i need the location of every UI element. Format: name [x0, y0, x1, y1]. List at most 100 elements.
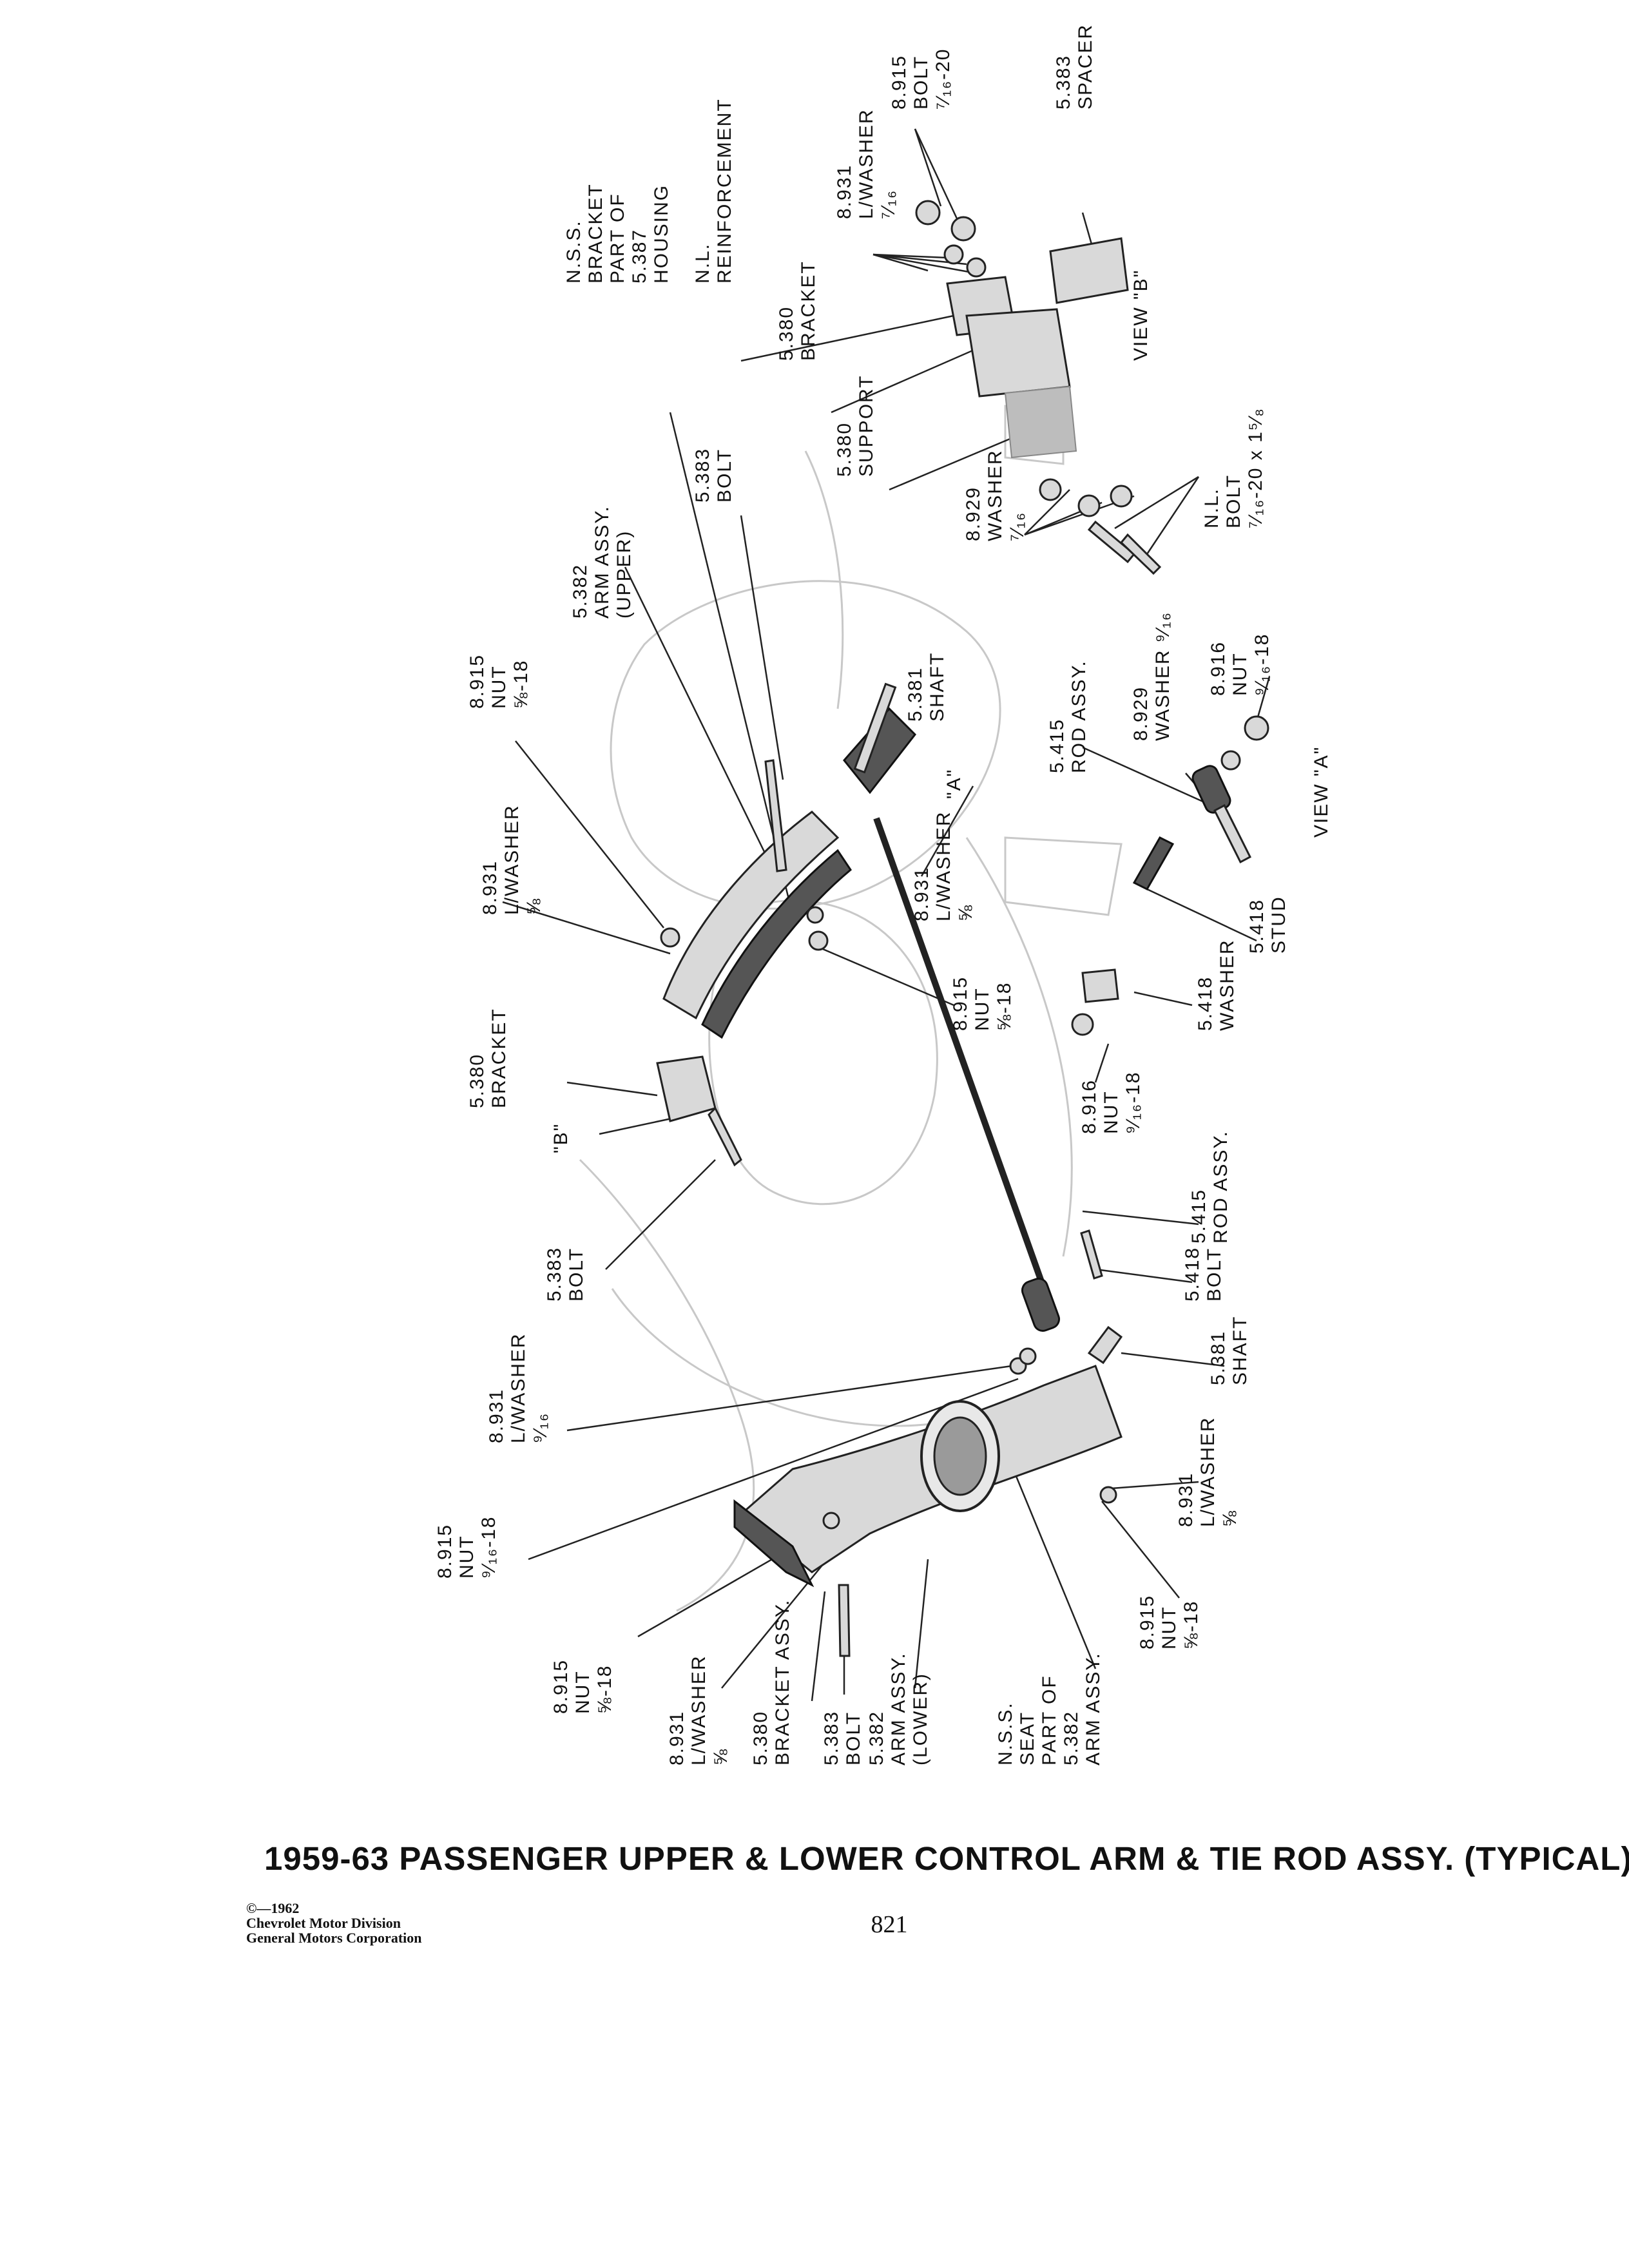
part-label-line: ⁹⁄₁₆-18: [478, 1516, 499, 1579]
part-label-line: 5.382: [866, 1711, 887, 1765]
part-label-line: N.S.S.: [995, 1702, 1016, 1765]
part-label-line: L/WASHER: [856, 108, 877, 219]
part-label-line: BOLT: [1223, 474, 1244, 528]
lower-arm-flange: [733, 1499, 815, 1588]
part-label-line: 8.931: [1175, 1472, 1197, 1527]
part-label-line: 8.916: [1208, 641, 1229, 696]
part-label-bolt-bracket: 5.383BOLT: [544, 1247, 587, 1302]
part-label-bolt-upper: 5.383BOLT: [692, 448, 735, 503]
part-label-lwasher-top: 8.931L/WASHER⁷⁄₁₆: [834, 108, 899, 219]
part-label-nl-reinforcement: N.L.REINFORCEMENT: [692, 98, 735, 284]
part-label-lwasher-upper: 8.931L/WASHER⅝: [479, 804, 545, 915]
part-label-shaft-lower: 5.381SHAFT: [1208, 1316, 1251, 1385]
part-label-line: 8.931: [479, 860, 501, 915]
part-label-arm-upper: 5.382ARM ASSY.(UPPER): [570, 505, 635, 619]
part-label-line: BRACKET ASSY.: [772, 1599, 793, 1765]
support-plate: [1004, 385, 1077, 459]
part-label-line: ⅝: [523, 898, 545, 915]
part-label-line: ⅝-18: [994, 982, 1015, 1031]
part-label-line: ⅝-18: [1181, 1600, 1202, 1649]
part-label-line: 8.931: [911, 867, 932, 921]
view-a-parts: [1071, 715, 1269, 1036]
tie-rod: [873, 817, 1047, 1290]
part-label-bolt-rod: 5.418BOLT: [1182, 1247, 1225, 1302]
part-label-line: ⁷⁄₁₆-20: [932, 48, 954, 110]
lower-bolt: [838, 1584, 851, 1657]
part-label-line: 5.380: [467, 1053, 488, 1108]
part-label-line: 8.929: [1130, 686, 1152, 741]
part-label-line: NUT: [456, 1535, 477, 1579]
part-label-line: NUT: [972, 987, 993, 1031]
part-label-nut-rod: 8.915NUT⁹⁄₁₆-18: [434, 1516, 499, 1579]
part-label-line: SPACER: [1075, 24, 1096, 110]
part-label-line: VIEW "A": [1311, 746, 1332, 838]
part-label-nss-seat: N.S.S.SEATPART OF5.382ARM ASSY.: [995, 1652, 1104, 1765]
part-label-rod-main: 5.415ROD ASSY.: [1188, 1130, 1231, 1244]
part-label-line: 5.383: [1053, 55, 1074, 110]
part-label-view-a: VIEW "A": [1311, 746, 1332, 838]
part-label-line: 8.931: [486, 1389, 507, 1443]
part-label-line: 8.931: [666, 1711, 688, 1765]
part-label-line: VIEW "B": [1130, 269, 1152, 361]
part-label-line: ARM ASSY.: [1083, 1652, 1104, 1765]
part-label-line: (LOWER): [910, 1673, 931, 1765]
part-label-nl-bolt: N.L.BOLT⁷⁄₁₆-20 x 1⁵⁄₈: [1201, 407, 1266, 528]
spacer-plate: [1049, 237, 1129, 304]
part-label-line: 8.915: [950, 976, 971, 1031]
page-number: 821: [871, 1911, 908, 1938]
lock-washer: [1099, 1486, 1117, 1504]
part-label-line: "A": [943, 769, 965, 799]
part-label-line: ARM ASSY.: [888, 1652, 909, 1765]
part-label-line: 8.915: [434, 1524, 456, 1579]
part-label-line: SHAFT: [927, 652, 948, 722]
part-label-nut-mid: 8.915NUT⅝-18: [950, 976, 1015, 1031]
part-label-line: BRACKET: [488, 1008, 510, 1108]
bolt: [1119, 533, 1162, 575]
part-label-support: 5.380SUPPORT: [834, 375, 877, 477]
nut: [660, 927, 680, 948]
part-label-callout-a: "A": [943, 769, 965, 799]
tie-rod-bolt: [1080, 1229, 1103, 1280]
lock-washer: [966, 257, 987, 278]
bolt-head: [950, 216, 976, 242]
rod-end: [1213, 803, 1251, 864]
part-label-line: ⅝: [1219, 1510, 1240, 1527]
copyright-year: ©—1962: [246, 1900, 300, 1916]
upper-arm-assembly: [656, 682, 916, 1167]
part-label-line: L/WASHER: [501, 804, 523, 915]
part-label-line: N.L.: [1201, 488, 1222, 528]
part-label-line: 5.380: [750, 1711, 771, 1765]
part-label-line: BOLT: [843, 1711, 864, 1765]
part-label-line: 5.383: [821, 1711, 842, 1765]
lower-shaft: [1087, 1325, 1123, 1365]
washer: [1039, 478, 1062, 501]
part-label-line: PART OF: [607, 193, 628, 284]
washer: [1077, 494, 1101, 517]
part-label-line: REINFORCEMENT: [714, 98, 735, 284]
part-label-line: 8.931: [834, 164, 855, 219]
part-label-line: 5.381: [905, 667, 926, 722]
part-label-line: 8.915: [467, 654, 488, 709]
part-label-lwasher-lower-l: 8.931L/WASHER⅝: [666, 1655, 731, 1765]
pivot-shaft: [764, 759, 787, 872]
part-label-line: 8.915: [1137, 1595, 1158, 1649]
part-label-line: NUT: [1229, 652, 1251, 696]
part-label-line: "B": [550, 1123, 572, 1153]
part-label-line: N.L.: [692, 243, 713, 284]
part-label-line: WASHER: [985, 449, 1006, 541]
part-label-view-b: VIEW "B": [1130, 269, 1152, 361]
part-label-line: WASHER ⁹⁄₁₆: [1152, 611, 1173, 741]
part-label-line: NUT: [1101, 1090, 1122, 1134]
part-label-arm-lower: 5.382ARM ASSY.(LOWER): [866, 1652, 931, 1765]
part-label-line: ⁹⁄₁₆-18: [1251, 633, 1273, 696]
part-label-line: BOLT: [714, 448, 735, 503]
stud: [1132, 836, 1175, 890]
part-label-line: NUT: [572, 1670, 593, 1714]
view-b-parts: [915, 200, 1162, 575]
part-label-line: ARM ASSY.: [592, 505, 613, 619]
part-label-line: L/WASHER: [1197, 1416, 1219, 1527]
spring-seat-inner: [933, 1416, 987, 1496]
upper-bracket: [656, 1055, 717, 1122]
lock-washer: [943, 244, 964, 265]
part-label-lwasher-mid: 8.931L/WASHER⅝: [911, 811, 976, 921]
